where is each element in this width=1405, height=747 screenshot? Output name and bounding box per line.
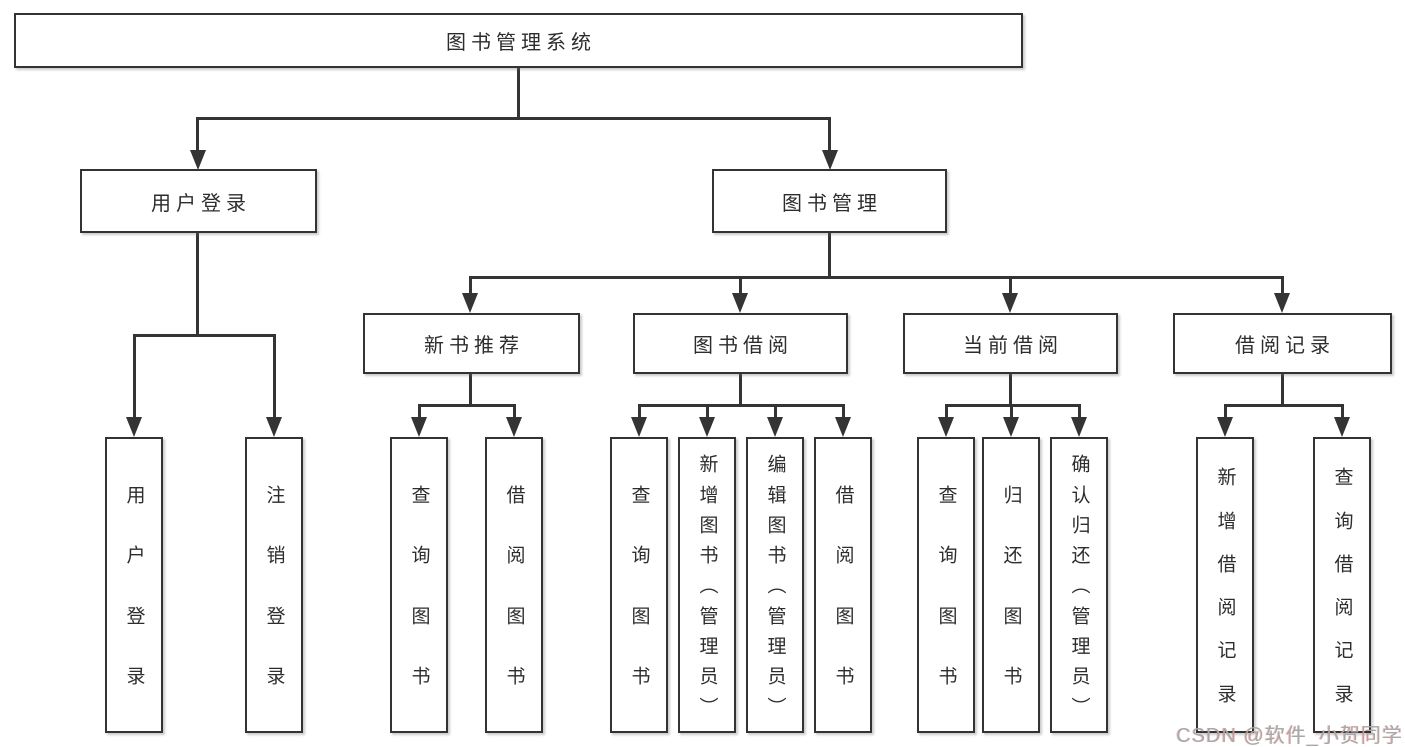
- arrowhead-down-icon: [1274, 293, 1290, 313]
- connector-vline: [945, 404, 948, 419]
- connector-vline: [418, 404, 421, 419]
- leaf-label: 编辑图书（管理员）: [764, 454, 786, 716]
- arrowhead-down-icon: [699, 417, 715, 437]
- node-label: 用户登录: [151, 192, 251, 215]
- leaf-label: 借阅图书: [832, 484, 854, 686]
- leaf-edit-books-admin: 编辑图书（管理员）: [746, 437, 804, 733]
- arrowhead-down-icon: [506, 417, 522, 437]
- arrowhead-down-icon: [126, 417, 142, 437]
- connector-vline: [469, 372, 472, 407]
- arrowhead-down-icon: [732, 293, 748, 313]
- arrowhead-down-icon: [767, 417, 783, 437]
- connector-hline: [1224, 404, 1344, 407]
- connector-vline: [273, 334, 276, 419]
- node-book-borrow: 图书借阅: [633, 313, 848, 374]
- arrowhead-down-icon: [462, 293, 478, 313]
- connector-hline: [196, 117, 831, 120]
- node-borrow-records: 借阅记录: [1173, 313, 1392, 374]
- leaf-label: 归还图书: [1000, 484, 1022, 686]
- arrowhead-down-icon: [1002, 293, 1018, 313]
- node-label: 借阅记录: [1235, 335, 1335, 357]
- leaf-label: 借阅图书: [503, 484, 525, 686]
- connector-vline: [739, 372, 742, 407]
- node-label: 图书借阅: [693, 335, 793, 357]
- leaf-query-borrow-record: 查询借阅记录: [1313, 437, 1371, 733]
- leaf-label: 查询图书: [408, 484, 430, 686]
- leaf-add-borrow-record: 新增借阅记录: [1196, 437, 1254, 733]
- connector-vline: [1281, 276, 1284, 295]
- arrowhead-down-icon: [822, 150, 838, 170]
- arrowhead-down-icon: [631, 417, 647, 437]
- node-book-management: 图书管理: [712, 169, 947, 233]
- leaf-query-books-borrow: 查询图书: [610, 437, 668, 733]
- arrowhead-down-icon: [1071, 417, 1087, 437]
- connector-vline: [1009, 372, 1012, 407]
- connector-hline: [945, 404, 1081, 407]
- node-label: 图书管理: [782, 192, 882, 215]
- connector-vline: [1078, 404, 1081, 419]
- leaf-label: 确认归还（管理员）: [1068, 454, 1090, 716]
- connector-vline: [706, 404, 709, 419]
- watermark: CSDN @软件_小贺同学: [1176, 725, 1403, 747]
- node-label: 当前借阅: [963, 335, 1063, 357]
- leaf-label: 用户登录: [123, 484, 145, 686]
- leaf-user-login: 用户登录: [105, 437, 163, 733]
- connector-vline: [739, 276, 742, 295]
- node-user-login: 用户登录: [80, 169, 317, 233]
- connector-vline: [828, 230, 831, 279]
- connector-vline: [1010, 404, 1013, 419]
- connector-vline: [1341, 404, 1344, 419]
- arrowhead-down-icon: [1334, 417, 1350, 437]
- leaf-label: 注销登录: [263, 484, 285, 686]
- node-label: 图书管理系统: [446, 32, 596, 54]
- leaf-label: 新增借阅记录: [1214, 467, 1236, 703]
- connector-vline: [513, 404, 516, 419]
- leaf-borrow-books-recommend: 借阅图书: [485, 437, 543, 733]
- leaf-label: 新增图书（管理员）: [696, 454, 718, 716]
- leaf-add-books-admin: 新增图书（管理员）: [678, 437, 736, 733]
- connector-vline: [828, 117, 831, 152]
- node-label: 新书推荐: [424, 335, 524, 357]
- arrowhead-down-icon: [938, 417, 954, 437]
- node-root-library-system: 图书管理系统: [14, 13, 1023, 68]
- connector-vline: [196, 230, 199, 337]
- connector-hline: [418, 404, 516, 407]
- connector-vline: [517, 68, 520, 120]
- leaf-query-books-recommend: 查询图书: [390, 437, 448, 733]
- leaf-label: 查询图书: [628, 484, 650, 686]
- arrowhead-down-icon: [1003, 417, 1019, 437]
- connector-vline: [1009, 276, 1012, 295]
- connector-vline: [1224, 404, 1227, 419]
- arrowhead-down-icon: [411, 417, 427, 437]
- node-current-borrow: 当前借阅: [903, 313, 1118, 374]
- leaf-confirm-return-admin: 确认归还（管理员）: [1050, 437, 1108, 733]
- leaf-return-books: 归还图书: [982, 437, 1040, 733]
- connector-hline: [133, 334, 276, 337]
- connector-vline: [196, 117, 199, 152]
- connector-vline: [842, 404, 845, 419]
- arrowhead-down-icon: [266, 417, 282, 437]
- connector-vline: [133, 334, 136, 419]
- arrowhead-down-icon: [1217, 417, 1233, 437]
- leaf-label: 查询图书: [935, 484, 957, 686]
- leaf-borrow-books: 借阅图书: [814, 437, 872, 733]
- connector-hline: [469, 276, 1284, 279]
- connector-vline: [774, 404, 777, 419]
- connector-hline: [638, 404, 845, 407]
- node-new-book-recommend: 新书推荐: [363, 313, 580, 374]
- arrowhead-down-icon: [190, 150, 206, 170]
- connector-vline: [638, 404, 641, 419]
- arrowhead-down-icon: [835, 417, 851, 437]
- connector-vline: [1281, 372, 1284, 407]
- leaf-logout: 注销登录: [245, 437, 303, 733]
- leaf-label: 查询借阅记录: [1331, 467, 1353, 703]
- leaf-query-books-current: 查询图书: [917, 437, 975, 733]
- connector-vline: [469, 276, 472, 295]
